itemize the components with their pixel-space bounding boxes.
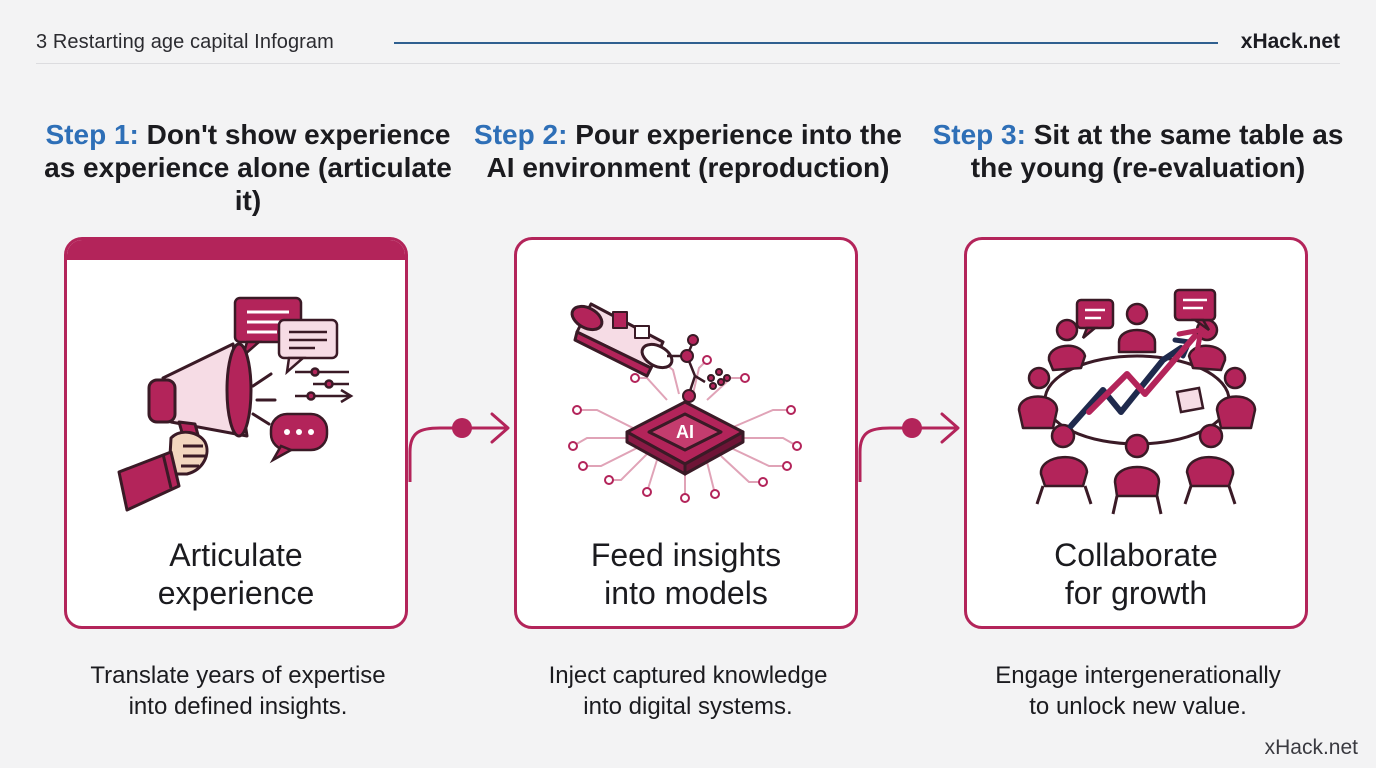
step-3-card: Collaborate for growth [964, 237, 1308, 629]
page-title: 3 Restarting age capital Infogram [36, 31, 334, 53]
step-1-card: Articulate experience [64, 237, 408, 629]
step-3-heading-text: Sit at the same table as the young (re-e… [970, 119, 1344, 183]
step-3-caption-line-2: for growth [1064, 575, 1208, 611]
chat-bubble-icon [1075, 288, 1217, 339]
step-1-heading: Step 1: Don't show experience as experie… [28, 118, 468, 217]
step-1-description-line-1: Translate years of expertise [90, 662, 386, 689]
step-3-description: Engage intergenerationally to unlock new… [928, 660, 1348, 722]
card-top-band [67, 240, 405, 260]
connector-arrow-icon [408, 412, 510, 482]
step-1-heading-text: Don't show experience as experience alon… [44, 119, 452, 216]
step-1-caption-line-1: Articulate [169, 537, 303, 573]
growth-arrow-icon [1068, 327, 1204, 429]
step-2-description: Inject captured knowledge into digital s… [478, 660, 898, 722]
step-2-caption: Feed insights into models [517, 536, 855, 612]
header-rule [36, 63, 1340, 64]
step-2-card: AI Feed insights into models [514, 237, 858, 629]
step-2-caption-line-1: Feed insights [590, 537, 782, 573]
connector-arrow-icon [858, 412, 960, 482]
step-2-heading-text: Pour experience into the AI environment … [486, 119, 902, 183]
ai-chip-illustration: AI [568, 302, 802, 503]
step-2-description-line-2: into digital systems. [583, 693, 793, 720]
chat-bubble-icon [233, 296, 339, 464]
step-3-caption-line-1: Collaborate [1054, 537, 1218, 573]
hand-icon [117, 430, 209, 512]
step-2-description-line-1: Inject captured knowledge [548, 662, 828, 689]
step-3-description-line-1: Engage intergenerationally [995, 662, 1281, 689]
step-2-heading: Step 2: Pour experience into the AI envi… [468, 118, 908, 184]
step-1-caption-line-2: experience [157, 575, 315, 611]
meeting-table-icon [1017, 288, 1257, 515]
step-2-caption-line-2: into models [604, 575, 768, 611]
step-3-number: Step 3: [932, 119, 1026, 150]
megaphone-icon [117, 296, 354, 512]
flow-diagram-icon [295, 367, 354, 404]
chip-label: AI [676, 422, 694, 442]
step-2-number: Step 2: [474, 119, 568, 150]
step-3-heading: Step 3: Sit at the same table as the you… [918, 118, 1358, 184]
step-3-caption: Collaborate for growth [967, 536, 1305, 612]
step-1-number: Step 1: [45, 119, 139, 150]
header-brand: xHack.net [1240, 30, 1340, 53]
watermark: xHack.net [1264, 736, 1358, 759]
data-cylinder-icon [570, 302, 674, 378]
step-1-caption: Articulate experience [67, 536, 405, 612]
step-1-description: Translate years of expertise into define… [28, 660, 448, 722]
step-1-description-line-2: into defined insights. [128, 693, 348, 720]
header-divider-line [394, 42, 1218, 44]
ai-chip-icon [625, 400, 745, 476]
step-3-description-line-2: to unlock new value. [1029, 693, 1247, 720]
